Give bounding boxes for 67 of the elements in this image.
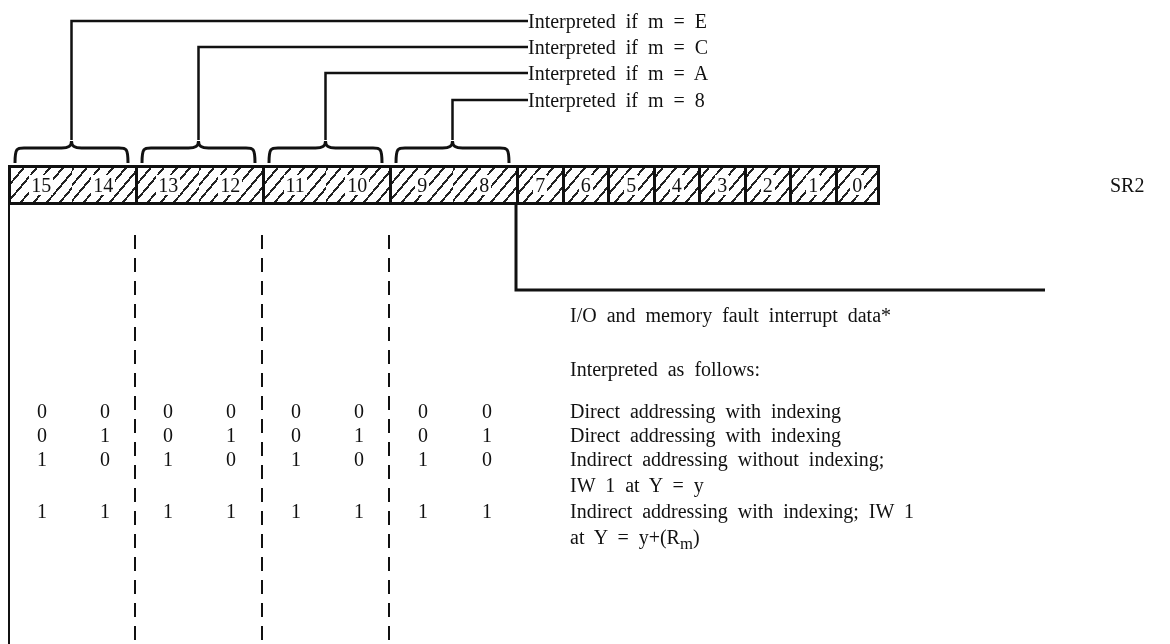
register-bit-field: 5 [607, 165, 653, 205]
field-annotation: Interpreted if m = A [528, 60, 709, 86]
register-bit-field: 4 [652, 165, 698, 205]
curly-brace [14, 140, 129, 164]
bit-value: 1 [482, 423, 492, 448]
bit-value: 1 [418, 499, 428, 524]
bit-value: 0 [354, 399, 364, 424]
bit-value: 1 [291, 499, 301, 524]
register-bit-field: 11 [262, 165, 326, 205]
field-annotation: Interpreted if m = C [528, 34, 709, 60]
bit-value: 1 [100, 499, 110, 524]
bit-value: 0 [418, 399, 428, 424]
bit-value: 0 [37, 423, 47, 448]
leader-line [324, 71, 528, 140]
leader-line [70, 19, 528, 140]
register-bit-field: 15 [8, 165, 72, 205]
bit-value: 0 [482, 447, 492, 472]
bit-value: 0 [226, 399, 236, 424]
field-annotation: Interpreted if m = E [528, 8, 707, 34]
bit-value: 1 [226, 499, 236, 524]
bit-value: 1 [37, 499, 47, 524]
bit-value: 0 [163, 399, 173, 424]
leader-line [197, 45, 528, 140]
bit-value: 0 [100, 399, 110, 424]
bit-value: 1 [354, 423, 364, 448]
bit-value: 1 [482, 499, 492, 524]
register-name: SR2 [1110, 173, 1145, 198]
register-bit-field: 12 [198, 165, 262, 205]
bit-value: 1 [418, 447, 428, 472]
bit-value: 0 [37, 399, 47, 424]
bit-value: 1 [354, 499, 364, 524]
curly-brace [141, 140, 256, 164]
field-annotation: Interpreted if m = 8 [528, 87, 705, 113]
register-bit-field: 10 [325, 165, 389, 205]
register-bit-field: 14 [71, 165, 135, 205]
bit-value: 1 [37, 447, 47, 472]
bit-value: 1 [100, 423, 110, 448]
addressing-mode: Indirect addressing without indexing; IW 1 at Y = y [570, 447, 886, 498]
bit-value: 1 [291, 447, 301, 472]
curly-brace [395, 140, 510, 164]
register-bit-field: 1 [789, 165, 835, 205]
bit-value: 0 [163, 423, 173, 448]
bit-value: 1 [163, 447, 173, 472]
table-heading: Interpreted as follows: [570, 357, 760, 382]
bit-value: 0 [226, 447, 236, 472]
bit-value: 0 [291, 423, 301, 448]
bit-value: 0 [100, 447, 110, 472]
bit-value: 0 [291, 399, 301, 424]
bit-value: 0 [482, 399, 492, 424]
register-bit-field: 0 [834, 165, 880, 205]
addressing-mode: Direct addressing with indexing [570, 423, 843, 448]
bit-value: 0 [354, 447, 364, 472]
bit-value: 0 [418, 423, 428, 448]
curly-brace [268, 140, 383, 164]
addressing-mode: Direct addressing with indexing [570, 399, 843, 424]
register-bit-field: 2 [743, 165, 789, 205]
addressing-mode: Indirect addressing with indexing; IW 1 at Y = y+(R$_{m}$) [570, 499, 915, 555]
bit-value: 1 [163, 499, 173, 524]
register-bit-field: 7 [516, 165, 562, 205]
fault-data-note: I/O and memory fault interrupt data* [570, 303, 892, 328]
bit-value: 1 [226, 423, 236, 448]
register-bit-field: 3 [698, 165, 744, 205]
register-bit-field: 13 [135, 165, 199, 205]
register-bit-field: 8 [452, 165, 516, 205]
register-bit-field: 9 [389, 165, 453, 205]
leader-line [451, 98, 528, 140]
register-bit-field: 6 [561, 165, 607, 205]
